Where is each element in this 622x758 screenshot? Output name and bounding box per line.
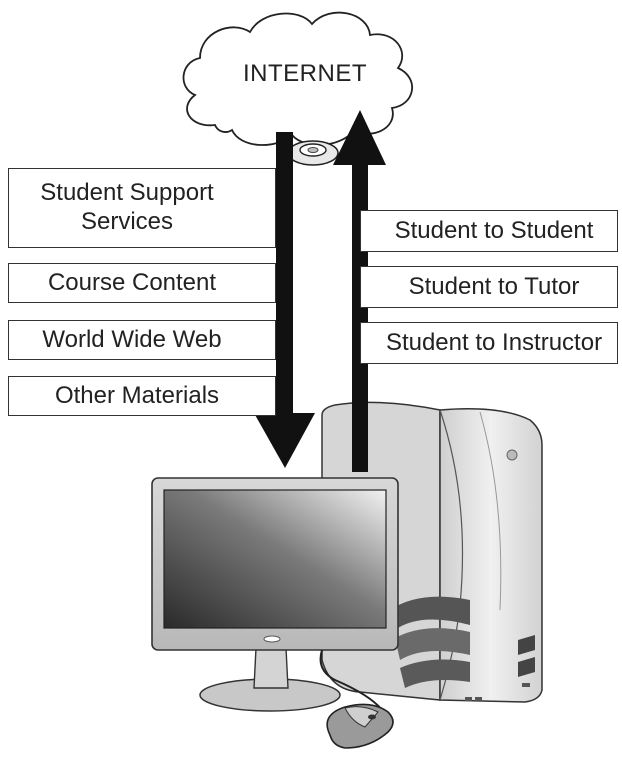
internet-label: INTERNET (243, 60, 367, 87)
box-other-materials: Other Materials (8, 376, 276, 416)
box-student-to-instructor: Student to Instructor (360, 322, 618, 364)
box-label: Other Materials (54, 381, 220, 409)
box-label: World Wide Web (42, 325, 222, 353)
box-course-content: Course Content (8, 263, 276, 303)
box-world-wide-web: World Wide Web (8, 320, 276, 360)
box-label: Student to Instructor (385, 328, 603, 356)
modem-icon (287, 140, 339, 166)
box-student-to-student: Student to Student (360, 210, 618, 252)
box-label: Student to Student (394, 216, 594, 244)
mouse-icon (326, 703, 394, 749)
box-label: Student to Tutor (408, 272, 580, 300)
monitor-icon (151, 477, 399, 712)
down-arrow-icon (254, 132, 315, 468)
box-student-support-services: Student Support Services (8, 168, 276, 248)
box-label: Student Support Services (40, 179, 214, 235)
box-label: Course Content (47, 268, 217, 296)
box-student-to-tutor: Student to Tutor (360, 266, 618, 308)
